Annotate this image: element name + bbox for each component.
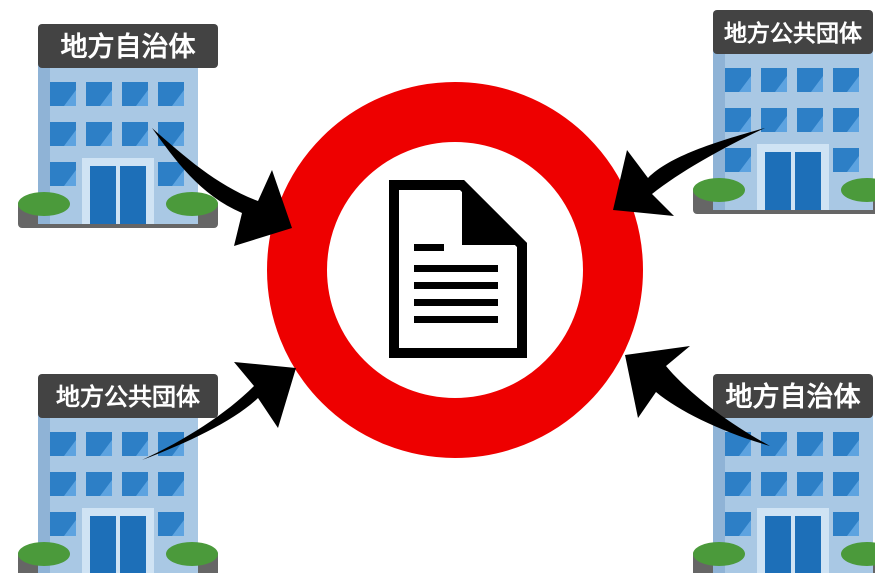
building-window-shine [100,480,112,496]
building-window-shine [775,480,787,496]
building-icon [18,414,218,573]
building-window-shine [64,520,76,536]
building-facade-shade [713,50,725,210]
building-window-shine [100,130,112,146]
building-window-shine [811,116,823,132]
building-window-shine [64,440,76,456]
arrow-from-bottom-right [625,346,770,446]
building-window-shine [172,90,184,106]
building-door-right [795,516,821,573]
building-window-shine [172,170,184,186]
building-window-shine [136,440,148,456]
building-window-shine [64,170,76,186]
building-sign-label: 地方公共団体 [56,383,201,411]
building-facade-shade [38,64,50,224]
building-window-shine [811,440,823,456]
building-window-shine [847,440,859,456]
building-window-shine [172,480,184,496]
building-window-shine [64,130,76,146]
building-window-shine [100,440,112,456]
building-window-shine [739,156,751,172]
building-window-shine [100,90,112,106]
building-bush-right [841,542,875,566]
building-sign-label: 地方自治体 [61,31,197,63]
building-bush-right [841,178,875,202]
building-window-shine [811,76,823,92]
building-window-shine [172,520,184,536]
building-top-left: 地方自治体 [18,24,218,228]
building-icon [693,50,875,214]
building-top-right: 地方公共団体 [693,10,875,214]
building-sign-plate [713,10,873,54]
building-door-left [765,516,791,573]
building-door-right [120,166,146,224]
arrow-from-top-right [613,128,765,216]
building-window-shine [739,440,751,456]
building-window-shine [64,90,76,106]
building-window-shine [775,440,787,456]
document-icon [389,180,527,358]
building-bush-left [693,178,745,202]
building-bush-right [166,542,218,566]
arrow-from-top-left [152,128,292,246]
building-bush-left [18,542,70,566]
arrow-from-bottom-left [142,362,296,460]
building-bush-right [166,192,218,216]
building-sign-plate [38,374,218,418]
building-window-shine [172,130,184,146]
building-facade-shade [713,414,725,573]
building-window-shine [775,116,787,132]
building-icon [693,414,875,573]
building-bush-left [693,542,745,566]
building-door-left [90,516,116,573]
building-door-right [120,516,146,573]
building-window-shine [136,480,148,496]
building-sign-plate [713,374,873,418]
building-window-shine [847,76,859,92]
building-window-shine [811,480,823,496]
building-icon [18,64,218,228]
building-window-shine [847,480,859,496]
building-window-shine [739,76,751,92]
building-window-shine [739,520,751,536]
building-door-right [795,152,821,210]
building-door-left [90,166,116,224]
building-window-shine [775,76,787,92]
building-window-shine [739,116,751,132]
building-window-shine [847,116,859,132]
building-sign-plate [38,24,218,68]
building-window-shine [847,520,859,536]
building-door-left [765,152,791,210]
building-sign-label: 地方公共団体 [724,20,863,47]
building-window-shine [847,156,859,172]
building-window-shine [136,130,148,146]
building-window-shine [739,480,751,496]
center-ring [267,82,643,458]
building-bottom-left: 地方公共団体 [18,374,218,573]
building-window-shine [136,90,148,106]
building-sign-label: 地方自治体 [726,381,862,413]
building-bottom-right: 地方自治体 [693,374,875,573]
building-window-shine [64,480,76,496]
building-bush-left [18,192,70,216]
building-facade-shade [38,414,50,573]
